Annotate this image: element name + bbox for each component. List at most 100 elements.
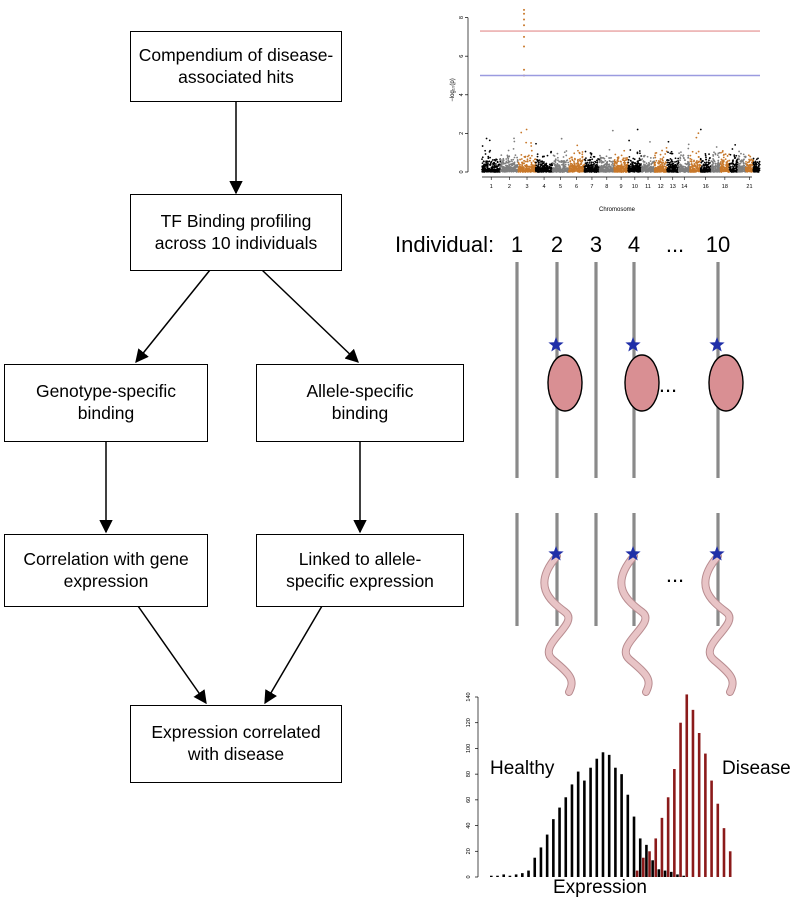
manhattan-point — [623, 165, 625, 168]
manhattan-point — [539, 163, 542, 166]
manhattan-point — [613, 159, 616, 161]
manhattan-point — [530, 149, 533, 152]
manhattan-point — [501, 161, 504, 164]
manhattan-point — [636, 151, 639, 154]
manhattan-point — [545, 170, 548, 173]
manhattan-point — [492, 165, 494, 168]
manhattan-point — [546, 154, 549, 157]
manhattan-point — [493, 166, 496, 169]
manhattan-point — [484, 153, 487, 155]
manhattan-point — [637, 161, 639, 164]
node-tf-binding-profiling: TF Binding profiling across 10 individua… — [130, 194, 342, 271]
manhattan-point — [612, 160, 614, 163]
manhattan-point — [524, 164, 526, 167]
manhattan-point — [523, 155, 526, 158]
manhattan-y-tick-label: 8 — [459, 16, 465, 19]
histogram-bar-disease — [728, 851, 732, 877]
manhattan-point — [573, 169, 576, 172]
manhattan-point — [540, 170, 543, 173]
manhattan-point — [602, 161, 605, 163]
manhattan-point — [631, 163, 634, 166]
manhattan-point — [555, 169, 558, 172]
manhattan-x-tick-label: 16 — [703, 184, 709, 190]
histogram-bar-disease — [685, 694, 689, 877]
manhattan-point — [505, 158, 508, 160]
manhattan-point — [543, 168, 546, 171]
manhattan-point — [581, 155, 584, 158]
manhattan-point — [590, 161, 593, 164]
manhattan-point — [513, 156, 516, 159]
histogram-bar-healthy — [589, 767, 592, 877]
manhattan-point — [631, 169, 634, 172]
manhattan-point — [481, 156, 484, 159]
manhattan-point — [628, 155, 631, 158]
manhattan-point — [538, 159, 541, 162]
manhattan-point — [558, 165, 561, 168]
manhattan-point — [502, 158, 505, 161]
manhattan-point — [579, 163, 582, 165]
manhattan-point — [638, 159, 641, 162]
histogram-bar-healthy — [669, 871, 673, 877]
manhattan-point — [589, 156, 592, 159]
manhattan-point — [497, 171, 499, 173]
manhattan-point — [614, 164, 616, 167]
manhattan-point — [620, 154, 623, 157]
manhattan-point — [586, 168, 588, 171]
manhattan-point — [558, 167, 561, 170]
manhattan-point — [525, 160, 527, 163]
node-genotype-specific-binding: Genotype-specific binding — [4, 364, 208, 442]
manhattan-point — [599, 157, 602, 160]
manhattan-point — [529, 157, 532, 159]
manhattan-point — [566, 159, 569, 161]
node-expression-correlated-disease: Expression correlated with disease — [130, 705, 342, 783]
manhattan-point — [620, 167, 623, 169]
manhattan-point — [611, 162, 614, 165]
manhattan-point — [589, 164, 592, 167]
manhattan-point — [489, 156, 491, 159]
manhattan-point — [523, 159, 525, 162]
manhattan-point — [561, 170, 564, 173]
histogram-bar-healthy — [663, 870, 667, 877]
manhattan-point — [556, 156, 559, 159]
manhattan-point — [553, 169, 556, 172]
manhattan-point — [500, 154, 503, 157]
manhattan-point — [493, 162, 496, 165]
manhattan-hit-point — [523, 24, 526, 27]
node-disease-hits: Compendium of disease- associated hits — [130, 31, 342, 102]
manhattan-point — [522, 168, 525, 171]
manhattan-point — [539, 168, 541, 171]
manhattan-point — [533, 164, 536, 167]
histogram-bar-healthy — [533, 857, 537, 877]
manhattan-point — [634, 164, 636, 167]
manhattan-point — [606, 162, 608, 165]
manhattan-point — [599, 154, 601, 157]
manhattan-point — [624, 168, 627, 171]
histogram-bar-healthy — [676, 874, 679, 877]
manhattan-y-tick-label: 2 — [459, 132, 465, 135]
manhattan-point — [544, 163, 547, 166]
manhattan-point — [533, 170, 536, 173]
manhattan-point — [576, 161, 579, 164]
manhattan-point — [594, 161, 597, 164]
manhattan-point — [550, 150, 553, 153]
manhattan-point — [561, 163, 563, 166]
manhattan-point — [609, 168, 612, 171]
manhattan-point — [599, 166, 601, 168]
manhattan-point — [560, 170, 562, 173]
manhattan-point — [622, 159, 625, 162]
manhattan-point — [633, 162, 636, 164]
manhattan-point — [565, 169, 568, 172]
manhattan-point — [542, 162, 545, 165]
manhattan-x-tick-label: 1 — [490, 184, 493, 190]
manhattan-point — [567, 163, 570, 166]
manhattan-point — [638, 162, 640, 165]
manhattan-point — [562, 160, 565, 163]
manhattan-point — [514, 154, 517, 157]
manhattan-point — [622, 157, 625, 160]
manhattan-point — [601, 157, 604, 159]
manhattan-point — [539, 161, 541, 163]
manhattan-y-tick-label: 0 — [459, 170, 465, 173]
histogram-bar-disease — [654, 838, 658, 877]
manhattan-point — [486, 165, 489, 168]
